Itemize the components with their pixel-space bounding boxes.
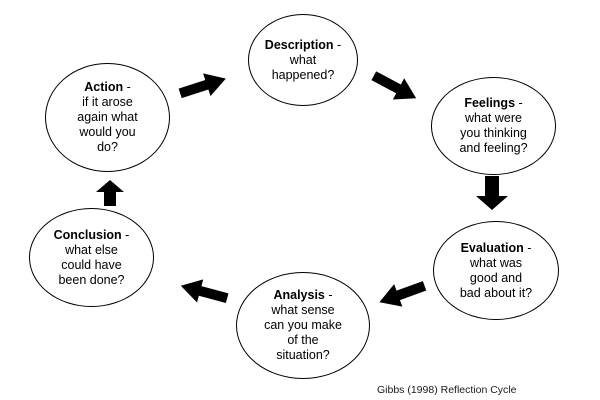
analysis-title: Analysis [273, 288, 325, 302]
feelings-node: Feelings - what were you thinking and fe… [431, 77, 556, 175]
analysis-prompt: what sense can you make of the situation… [264, 303, 342, 362]
analysis-node: Analysis - what sense can you make of th… [236, 272, 370, 379]
evaluation-node: Evaluation - what was good and bad about… [433, 221, 559, 320]
conclusion-text: Conclusion - what else could have been d… [53, 227, 130, 287]
feelings-title: Feelings [464, 96, 516, 110]
analysis-text: Analysis - what sense can you make of th… [264, 288, 342, 362]
arrow-feelings-to-evaluation [476, 176, 508, 210]
conclusion-prompt: what else could have been done? [58, 242, 125, 287]
description-text: Description - what happened? [264, 37, 342, 82]
description-node: Description - what happened? [248, 14, 358, 106]
arrow-conclusion-to-action [96, 180, 124, 206]
action-text: Action - if it arose again what would yo… [77, 80, 138, 154]
arrow-description-to-feelings [371, 71, 417, 100]
conclusion-node: Conclusion - what else could have been d… [29, 208, 154, 307]
action-node: Action - if it arose again what would yo… [45, 63, 170, 172]
description-title: Description [264, 37, 334, 52]
action-prompt: if it arose again what would you do? [77, 95, 138, 154]
description-prompt: what happened? [271, 52, 335, 82]
evaluation-title: Evaluation [460, 240, 524, 255]
arrow-evaluation-to-analysis [379, 281, 427, 307]
evaluation-prompt: what was good and bad about it? [459, 255, 533, 300]
arrow-analysis-to-conclusion [180, 279, 229, 304]
action-title: Action [84, 80, 124, 94]
feelings-prompt: what were you thinking and feeling? [459, 111, 528, 155]
diagram-caption: Gibbs (1998) Reflection Cycle [377, 384, 517, 396]
feelings-text: Feelings - what were you thinking and fe… [459, 96, 528, 155]
arrow-action-to-description [178, 73, 226, 99]
conclusion-title: Conclusion [53, 227, 122, 242]
evaluation-text: Evaluation - what was good and bad about… [459, 240, 533, 300]
